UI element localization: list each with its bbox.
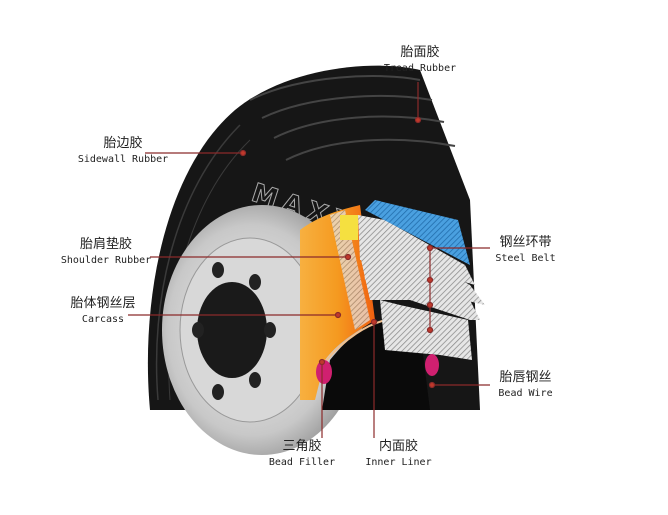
label-en: Bead Wire [498, 388, 553, 400]
belt-layers [358, 200, 485, 360]
label-en: Shoulder Rubber [60, 255, 152, 267]
label-en: Sidewall Rubber [77, 154, 169, 166]
leader-lines [128, 82, 490, 438]
label-shoulder-rubber: 胎肩垫胶 Shoulder Rubber [56, 237, 156, 267]
carcass-layer [300, 205, 375, 400]
bead-wires [316, 354, 439, 384]
label-sidewall-rubber: 胎边胶 Sidewall Rubber [68, 136, 178, 166]
label-zh: 内面胶 [378, 439, 418, 454]
tread-grooves [249, 75, 456, 161]
lug-nuts [192, 262, 276, 400]
label-inner-liner: 内面胶 Inner Liner [356, 439, 441, 469]
label-zh: 钢丝环带 [499, 235, 552, 250]
label-en: Carcass [81, 314, 125, 326]
label-en: Tread Rubber [383, 63, 457, 75]
label-bead-wire: 胎唇钢丝 Bead Wire [488, 370, 563, 400]
label-zh: 胎面胶 [400, 45, 440, 60]
label-bead-filler: 三角胶 Bead Filler [262, 439, 342, 469]
label-zh: 胎体钢丝层 [70, 296, 136, 311]
label-steel-belt: 钢丝环带 Steel Belt [488, 235, 563, 265]
label-tread-rubber: 胎面胶 Tread Rubber [375, 45, 465, 75]
label-en: Inner Liner [365, 457, 432, 469]
label-carcass: 胎体钢丝层 Carcass [58, 296, 148, 326]
shoulder-rubber [340, 215, 358, 240]
wheel-hub [197, 282, 267, 378]
label-zh: 三角胶 [282, 439, 322, 454]
label-zh: 胎唇钢丝 [499, 370, 552, 385]
label-zh: 胎肩垫胶 [79, 237, 132, 252]
label-en: Steel Belt [495, 253, 556, 265]
label-en: Bead Filler [268, 457, 336, 469]
label-zh: 胎边胶 [103, 136, 143, 151]
